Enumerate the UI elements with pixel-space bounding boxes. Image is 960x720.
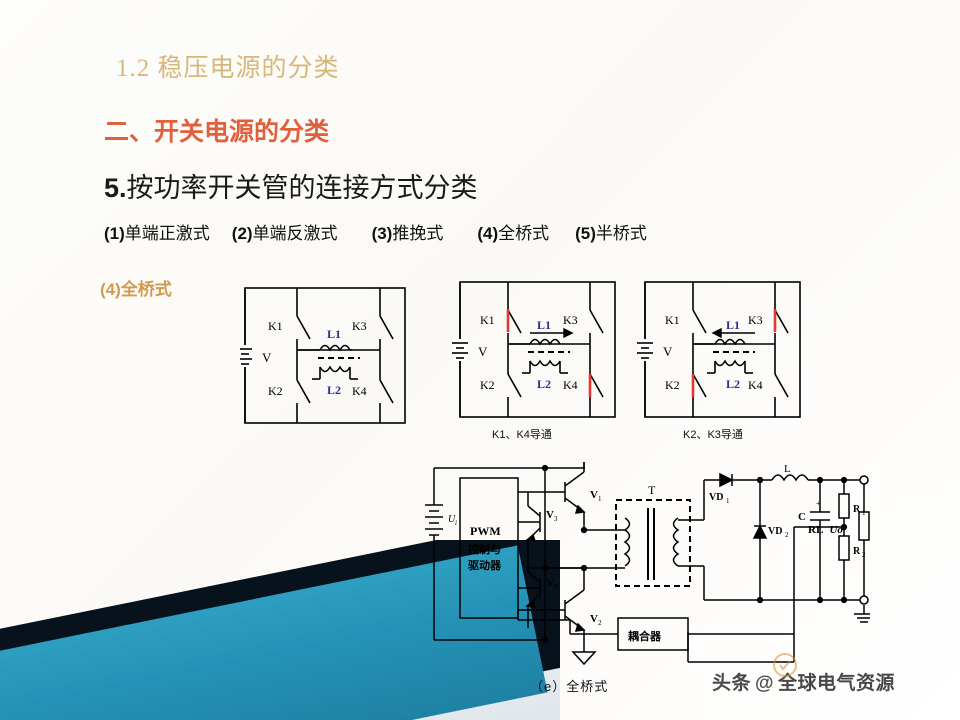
- load-output-label: RL Uo: [808, 524, 843, 536]
- svg-text:V: V: [663, 344, 673, 359]
- section-title: 按功率开关管的连接方式分类: [126, 173, 478, 203]
- item-4-label: 全桥式: [498, 224, 550, 243]
- svg-text:K4: K4: [352, 384, 367, 398]
- svg-text:3: 3: [554, 515, 558, 523]
- item-1-label: 单端正激式: [124, 224, 210, 243]
- classification-item-2: (2)单端反激式: [232, 219, 338, 244]
- schematic-caption: （e）全桥式: [530, 679, 609, 694]
- page-subtitle: 二、开关电源的分类: [104, 118, 330, 146]
- svg-text:K3: K3: [748, 313, 763, 327]
- bridge-diagram-2-svg: V K1 K2 K3 K4 L1 L2: [452, 281, 616, 418]
- svg-text:L1: L1: [537, 318, 551, 332]
- classification-item-5: (5)半桥式: [575, 219, 647, 244]
- svg-text:K3: K3: [352, 319, 367, 333]
- bridge-diagram-3: V K1 K2 K3 K4 L1 L2: [625, 277, 805, 422]
- page-title: 1.2 稳压电源的分类: [116, 55, 340, 82]
- svg-text:V: V: [478, 344, 488, 359]
- bridge-diagram-1-svg: V K1 K2 K3 K4 L1 L2: [240, 287, 406, 424]
- bridge-diagram-3-svg: V K1 K2 K3 K4 L1 L2: [637, 281, 801, 418]
- bridge-diagram-2: V K1 K2 K3 K4 L1 L2: [440, 277, 620, 422]
- svg-text:K4: K4: [563, 378, 578, 392]
- svg-text:L2: L2: [726, 377, 740, 391]
- classification-list: (1)单端正激式 (2)单端反激式 (3)推挽式 (4)全桥式 (5)半桥式: [104, 219, 904, 244]
- svg-text:K1: K1: [665, 313, 680, 327]
- svg-text:L2: L2: [327, 383, 341, 397]
- svg-text:V: V: [590, 613, 598, 625]
- svg-text:2: 2: [785, 531, 789, 539]
- watermark-name: 全球电气资源: [778, 673, 896, 694]
- svg-text:i: i: [455, 519, 457, 527]
- svg-text:1: 1: [862, 509, 866, 517]
- svg-text:V: V: [546, 509, 554, 521]
- svg-text:V: V: [546, 577, 554, 589]
- bridge-diagram-1: V K1 K2 K3 K4 L1 L2: [240, 283, 420, 428]
- load-label: RL: [808, 524, 823, 536]
- closed-switch-indicators: [691, 309, 777, 397]
- bridge-diagram-2-caption: K1、K4导通: [492, 429, 552, 441]
- output-voltage-label: Uo: [829, 524, 843, 536]
- svg-text:L1: L1: [726, 318, 740, 332]
- item-5-num: (5): [575, 224, 596, 243]
- svg-text:V: V: [590, 489, 598, 501]
- classification-item-1: (1)单端正激式: [104, 219, 210, 244]
- svg-text:K2: K2: [665, 378, 680, 392]
- svg-text:R: R: [853, 546, 861, 557]
- svg-text:4: 4: [554, 583, 558, 591]
- classification-item-4: (4)全桥式: [477, 219, 549, 244]
- item-3-num: (3): [371, 224, 393, 243]
- svg-text:K2: K2: [268, 384, 283, 398]
- svg-text:R: R: [853, 504, 861, 515]
- current-topic-marker: (4)全桥式: [100, 280, 172, 299]
- svg-text:+: +: [816, 499, 821, 508]
- svg-text:K1: K1: [480, 313, 495, 327]
- full-bridge-schematic-svg: U i PWM 控制与 驱动器 V1 V3 V4 V2 T VD1 VD2 L …: [425, 462, 870, 666]
- svg-text:1: 1: [726, 497, 730, 505]
- section-heading: 5.按功率开关管的连接方式分类: [104, 166, 478, 205]
- item-2-num: (2): [231, 224, 253, 243]
- svg-text:L2: L2: [537, 377, 551, 391]
- item-3-label: 推挽式: [392, 224, 444, 243]
- watermark: 头条@全球电气资源: [712, 668, 895, 695]
- item-1-num: (1): [104, 224, 125, 243]
- current-arrow: [711, 327, 755, 339]
- bridge-1-source-label: V: [262, 350, 272, 365]
- section-number: 5.: [104, 173, 127, 203]
- svg-text:控制与: 控制与: [468, 542, 501, 556]
- svg-text:K2: K2: [480, 378, 495, 392]
- watermark-at: @: [755, 673, 775, 694]
- svg-text:2: 2: [862, 551, 866, 559]
- svg-text:T: T: [648, 483, 656, 497]
- svg-text:K1: K1: [268, 319, 283, 333]
- svg-text:驱动器: 驱动器: [468, 558, 502, 572]
- item-4-num: (4): [477, 224, 499, 243]
- svg-text:K4: K4: [748, 378, 763, 392]
- svg-text:1: 1: [598, 495, 602, 503]
- svg-text:2: 2: [598, 619, 602, 627]
- svg-text:K3: K3: [563, 313, 578, 327]
- classification-item-3: (3)推挽式: [372, 219, 444, 244]
- svg-text:耦合器: 耦合器: [628, 629, 662, 643]
- svg-text:U: U: [448, 514, 456, 525]
- svg-text:VD: VD: [709, 492, 723, 503]
- svg-text:C: C: [798, 511, 806, 523]
- svg-text:VD: VD: [768, 526, 782, 537]
- item-2-label: 单端反激式: [252, 224, 338, 243]
- svg-text:PWM: PWM: [470, 524, 501, 538]
- svg-text:L1: L1: [327, 327, 341, 341]
- closed-switch-indicators: [506, 309, 592, 397]
- item-5-label: 半桥式: [595, 224, 647, 243]
- svg-text:L: L: [784, 463, 791, 475]
- watermark-prefix: 头条: [712, 673, 752, 694]
- bridge-diagram-3-caption: K2、K3导通: [683, 429, 743, 441]
- current-arrow: [530, 327, 574, 339]
